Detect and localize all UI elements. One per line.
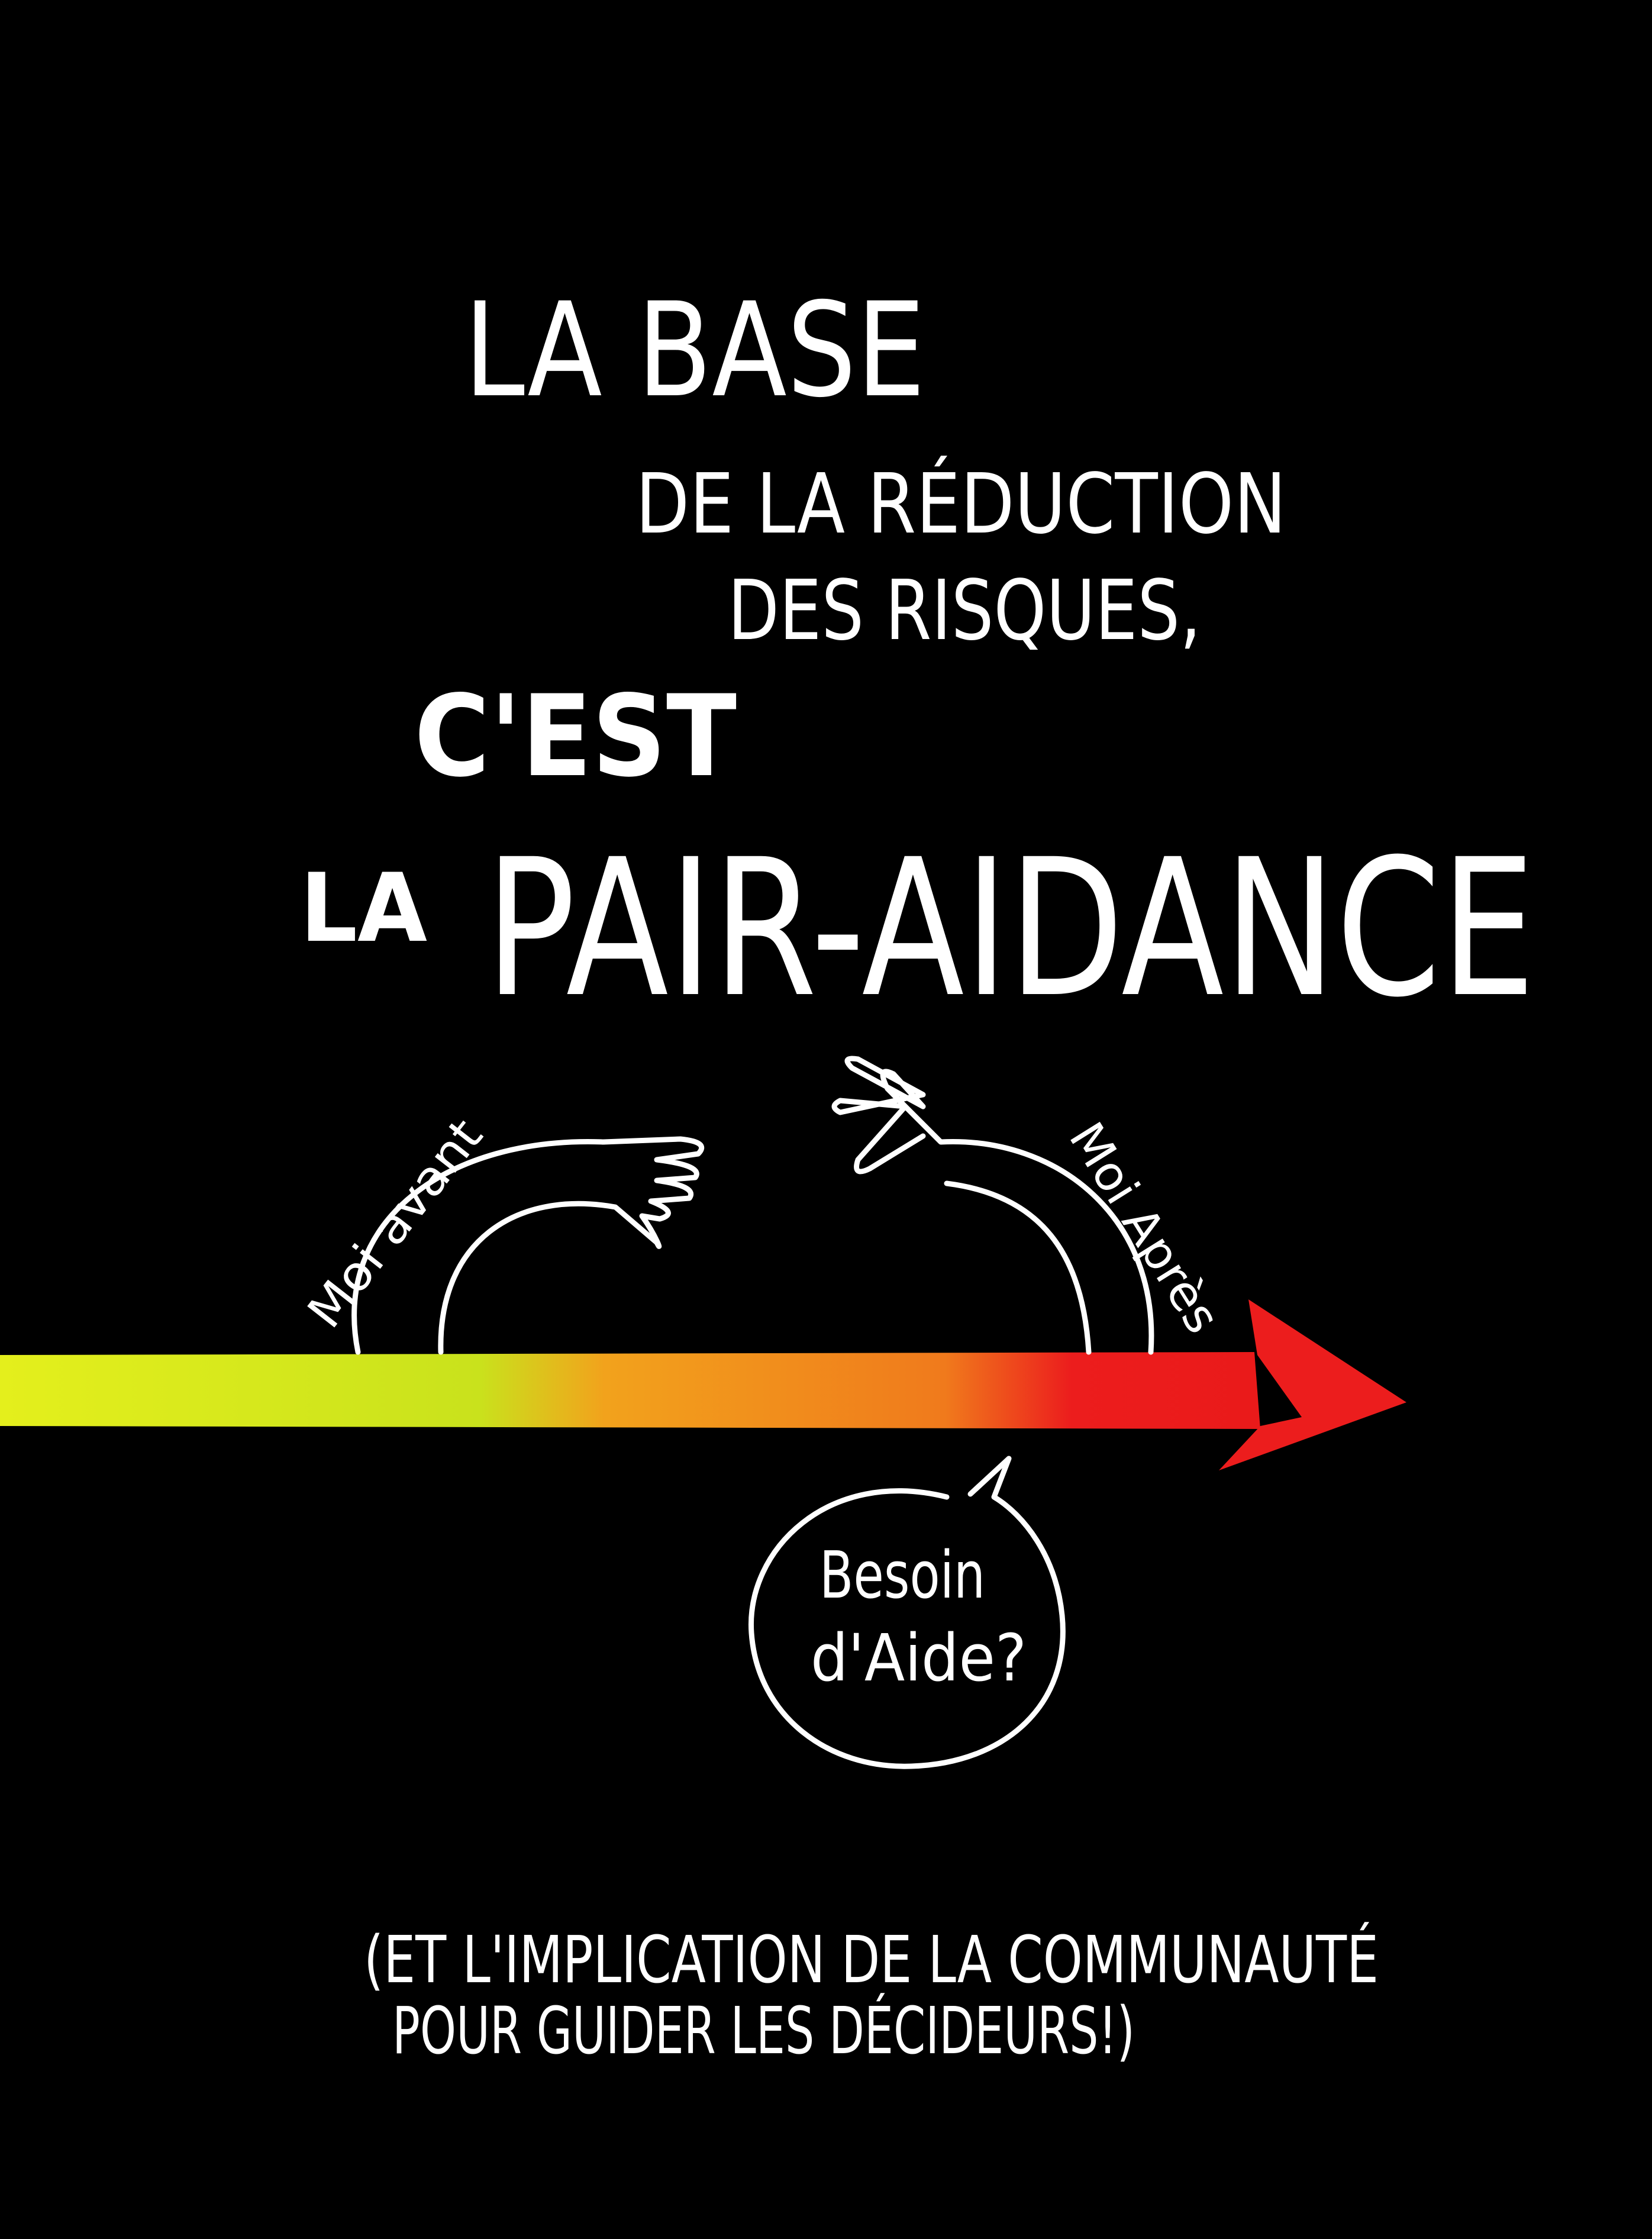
- arrow-head-icon: [1219, 1299, 1406, 1470]
- title-pair-aidance: PAIR-AIDANCE: [485, 819, 1535, 1039]
- footer-line-1: (ET L'IMPLICATION DE LA COMMUNAUTÉ: [364, 1921, 1379, 1998]
- title-la: LA: [300, 853, 427, 963]
- title-la-base: LA BASE: [464, 275, 925, 426]
- progress-arrow: [0, 1299, 1406, 1470]
- title-de-la-reduction: DE LA RÉDUCTION: [635, 455, 1286, 553]
- arrow-shaft: [0, 1352, 1260, 1429]
- left-arm-drawing: [351, 1136, 705, 1355]
- title-des-risques: DES RISQUES,: [728, 563, 1201, 659]
- speech-bubble: [748, 1456, 1066, 1769]
- title-c-est: C'EST: [414, 671, 737, 802]
- right-arm-drawing: [831, 1056, 1154, 1355]
- bubble-text-besoin: Besoin: [819, 1537, 985, 1613]
- footer-line-2: POUR GUIDER LES DÉCIDEURS!): [392, 1992, 1135, 2069]
- bubble-text-aide: d'Aide?: [811, 1620, 1027, 1696]
